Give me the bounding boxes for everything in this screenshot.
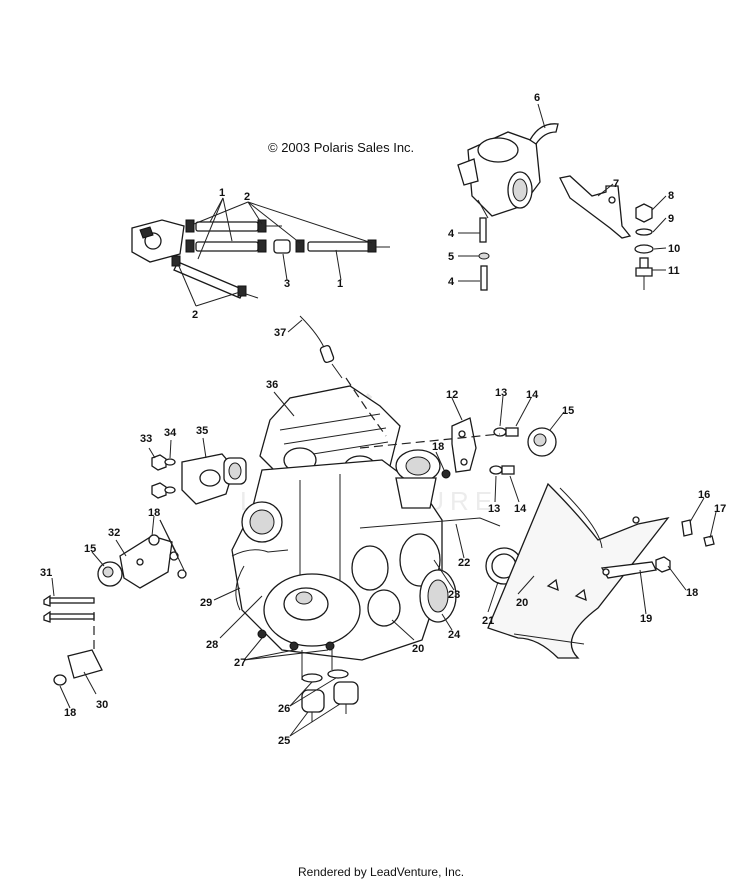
callout-36: 36 [266,379,278,391]
callout-18-d: 18 [64,707,76,719]
carburetor [457,131,541,291]
callout-18-a: 18 [432,441,444,453]
callout-33: 33 [140,433,152,445]
callout-5: 5 [448,251,454,263]
callout-6: 6 [534,92,540,104]
callout-4: 4 [448,228,455,240]
callout-2-b: 2 [192,309,198,321]
callout-20: 20 [516,597,528,609]
callout-16: 16 [698,489,710,501]
callout-15: 15 [562,405,574,417]
cable-routing-dashed [345,377,387,437]
vent-hose [529,123,559,145]
intake-manifold [151,453,247,505]
callout-31: 31 [40,567,52,579]
leader-lines [51,103,717,737]
copyright-text: © 2003 Polaris Sales Inc. [268,140,414,155]
callout-37: 37 [274,327,286,339]
callout-4-b: 4 [448,276,455,288]
callout-29: 29 [200,597,212,609]
callout-19: 19 [640,613,652,625]
callout-2: 2 [244,191,250,203]
callout-27: 27 [234,657,246,669]
callout-20-b: 20 [412,643,424,655]
callout-13: 13 [495,387,507,399]
callout-13-b: 13 [488,503,500,515]
callout-23: 23 [448,589,460,601]
callout-3: 3 [284,278,290,290]
exhaust-bracket [451,417,557,475]
hardware-stack [634,203,654,290]
callout-32: 32 [108,527,120,539]
bracket-alignment-dashed [359,433,501,449]
throttle-bracket [559,175,632,239]
callout-1: 1 [219,187,225,199]
callout-14: 14 [526,389,539,401]
callout-labels: 1 1 2 2 3 4 4 5 6 7 8 9 10 11 12 13 13 1… [40,92,726,747]
callout-7: 7 [613,178,619,190]
throttle-cable [299,315,343,379]
callout-24: 24 [448,629,461,641]
engine-carburetor-boot [395,449,451,509]
callout-35: 35 [196,425,208,437]
callout-17: 17 [714,503,726,515]
footer-credit: Rendered by LeadVenture, Inc. [298,865,464,879]
callout-22: 22 [458,557,470,569]
engine-block [231,385,501,661]
callout-9: 9 [668,213,674,225]
callout-12: 12 [446,389,458,401]
callout-8: 8 [668,190,674,202]
callout-18-b: 18 [148,507,160,519]
callout-34: 34 [164,427,177,439]
callout-10: 10 [668,243,680,255]
rear-engine-mount [43,534,187,686]
callout-26: 26 [278,703,290,715]
lower-engine-mounts [301,650,359,722]
callout-14-b: 14 [514,503,527,515]
callout-18-c: 18 [686,587,698,599]
frame-section [487,482,670,659]
callout-21: 21 [482,615,494,627]
callout-28: 28 [206,639,218,651]
callout-11: 11 [668,265,680,277]
callout-15-b: 15 [84,543,96,555]
callout-25: 25 [278,735,290,747]
callout-30: 30 [96,699,108,711]
frame-bracket-hardware [600,519,715,579]
callout-1-b: 1 [337,278,343,290]
fuel-pump-assembly [131,219,390,299]
